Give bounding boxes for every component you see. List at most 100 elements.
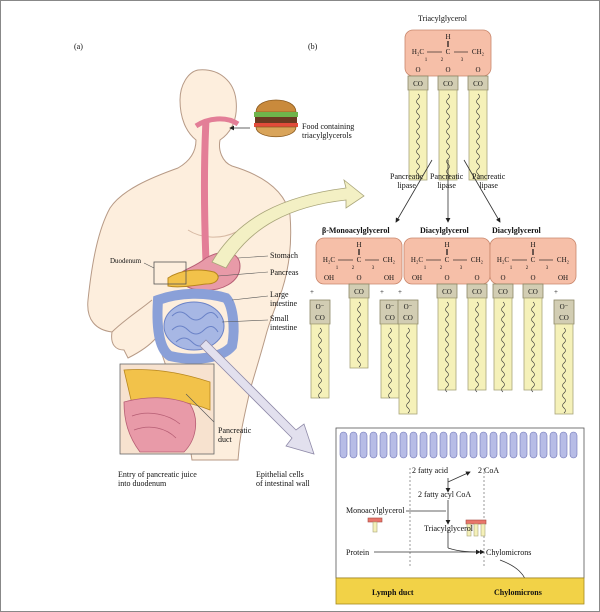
product-label-2: Diacylglycerol [420,226,469,235]
absorption-arrow [199,339,315,455]
oxygen-label: O [500,274,505,282]
product-label-3: Diacylglycerol [492,226,541,235]
co-label: CO [385,314,395,322]
triacylglycerol-icon [465,519,487,537]
pancreas-label: Pancreas [270,268,299,277]
entry-label: Entry of pancreatic juice into duodenum [118,470,197,488]
carbon-label: C [445,256,450,264]
h2c-label: H₂C [497,256,509,264]
oxygen-label: O [444,274,449,282]
hamburger-icon [254,99,298,138]
microvillus [539,431,548,459]
ch2-label: CH₂ [557,256,570,264]
fatty-acid-tail [349,297,369,369]
h2c-label: H₂C [411,256,423,264]
duodenum-label: Duodenum [110,257,142,265]
fatty-acyl-coa-label: 2 fatty acyl CoA [418,490,472,499]
chylomicrons-bottom-label: Chylomicrons [494,588,542,597]
co-label: CO [559,314,569,322]
microvillus [429,431,438,459]
fatty-acid-chain [416,93,420,180]
microvillus [399,431,408,459]
large-intestine [152,288,239,364]
co-label: CO [473,80,483,88]
co-label: CO [442,288,452,296]
fatty-acid-chain [388,327,392,399]
microvillus [469,431,478,459]
position-1: 1 [425,58,428,63]
lipase-label-1: Pancreatic lipase [390,172,424,190]
hydrogen-label: H [445,33,450,41]
hydroxyl-label: OH [324,274,334,282]
microvillus [389,431,398,459]
microvillus [369,431,378,459]
o-minus-label: O⁻ [404,303,413,311]
co-label: CO [354,288,364,296]
coa-label: 2 CoA [478,466,500,475]
microvillus [379,431,388,459]
fatty-acid-label: 2 fatty acid [412,466,448,475]
position-3: 3 [546,266,549,271]
co-label: CO [528,288,538,296]
microvillus [559,431,568,459]
panel-b-label: (b) [308,42,318,51]
lymph-duct-label: Lymph duct [372,588,414,597]
position-2: 2 [440,266,443,271]
fatty-acid-chain [476,93,480,180]
fatty-acid-tail [398,323,418,415]
microvillus [569,431,578,459]
lipase-label-2: Pancreatic lipase [430,172,464,190]
fatty-acid-tail [380,323,400,399]
oxygen-label: O [445,66,450,74]
microvillus [499,431,508,459]
hydroxyl-label: OH [412,274,422,282]
co-label: CO [403,314,413,322]
o-minus-label: O⁻ [560,303,569,311]
fatty-acid-chain [357,301,361,368]
ch2-label: CH₂ [471,256,484,264]
pancreas [167,269,219,288]
plus-sign: + [554,288,558,296]
fatty-acid-chain [318,327,322,399]
oxygen-label: O [356,274,361,282]
fatty-acid-tail [493,297,513,391]
fatty-acid-tail [408,89,428,181]
stomach-label: Stomach [270,251,298,260]
plus-sign: + [398,288,402,296]
microvillus [409,431,418,459]
oxygen-label: O [415,66,420,74]
position-1: 1 [424,266,427,271]
fatty-acid-chain [445,301,449,393]
fatty-acid-tail [310,323,330,399]
carbon-label: C [357,256,362,264]
microvillus [339,431,348,459]
monoacylglycerol-label: Monoacylglycerol [346,506,405,515]
hydroxyl-label: OH [384,274,394,282]
oxygen-label: O [475,66,480,74]
microvillus [439,431,448,459]
microvillus [529,431,538,459]
duodenum-box [153,261,187,285]
microvillus [489,431,498,459]
microvillus [359,431,368,459]
microvillus [459,431,468,459]
fatty-acid-chain [562,327,566,414]
hydrogen-label: H [444,241,449,249]
hydrogen-label: H [530,241,535,249]
esophagus [201,119,210,263]
co-label: CO [413,80,423,88]
large-intestine-label: Large intestine [270,290,298,308]
position-3: 3 [461,58,464,63]
microvilli [339,431,578,459]
oxygen-label: O [530,274,535,282]
protein-label: Protein [346,548,370,557]
microvillus [549,431,558,459]
microvillus [349,431,358,459]
microvillus [479,431,488,459]
epithelial-label: Epithelial cells of intestinal wall [256,470,310,488]
small-intestine [163,301,225,351]
